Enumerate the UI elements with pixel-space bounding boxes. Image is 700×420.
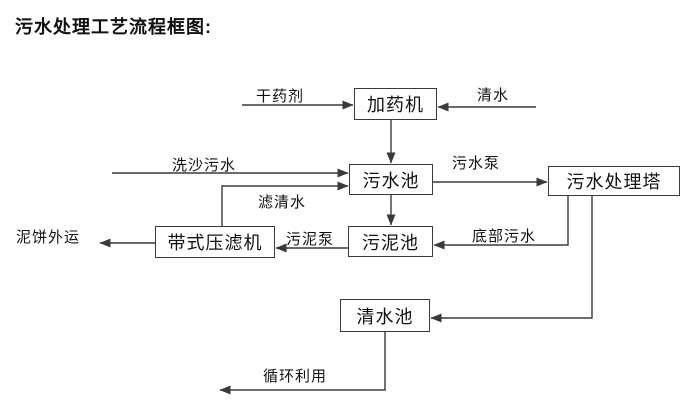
edge-label-sewage-pump: 污水泵 xyxy=(452,155,501,172)
node-clean-water-pool: 清水池 xyxy=(340,299,430,332)
edge-label-dry-chemical: 干药剂 xyxy=(256,88,305,105)
edge-label-mud-cake-out: 泥饼外运 xyxy=(16,229,81,246)
edge-label-sand-washing-sewage: 洗沙污水 xyxy=(172,157,237,174)
edge-label-sludge-pump: 污泥泵 xyxy=(286,231,335,248)
connector-recycle-line xyxy=(219,332,386,395)
edge-label-recycle-use: 循环利用 xyxy=(263,368,328,385)
node-sludge-pool: 污泥池 xyxy=(348,226,433,257)
edge-label-bottom-sewage: 底部污水 xyxy=(472,228,537,245)
connector-filtered-water-return xyxy=(221,181,349,226)
node-treatment-tower: 污水处理塔 xyxy=(548,166,680,196)
connector-bottom-sewage-line xyxy=(433,196,569,250)
page-title: 污水处理工艺流程框图: xyxy=(15,17,212,37)
connector-tower-to-clean-water xyxy=(430,196,593,323)
node-belt-filter-press: 带式压滤机 xyxy=(155,226,275,258)
node-dosing-machine: 加药机 xyxy=(354,88,437,120)
edge-label-clean-water: 清水 xyxy=(477,87,510,104)
edge-label-filtered-water: 滤清水 xyxy=(258,194,307,211)
node-sewage-pool: 污水池 xyxy=(349,164,433,195)
